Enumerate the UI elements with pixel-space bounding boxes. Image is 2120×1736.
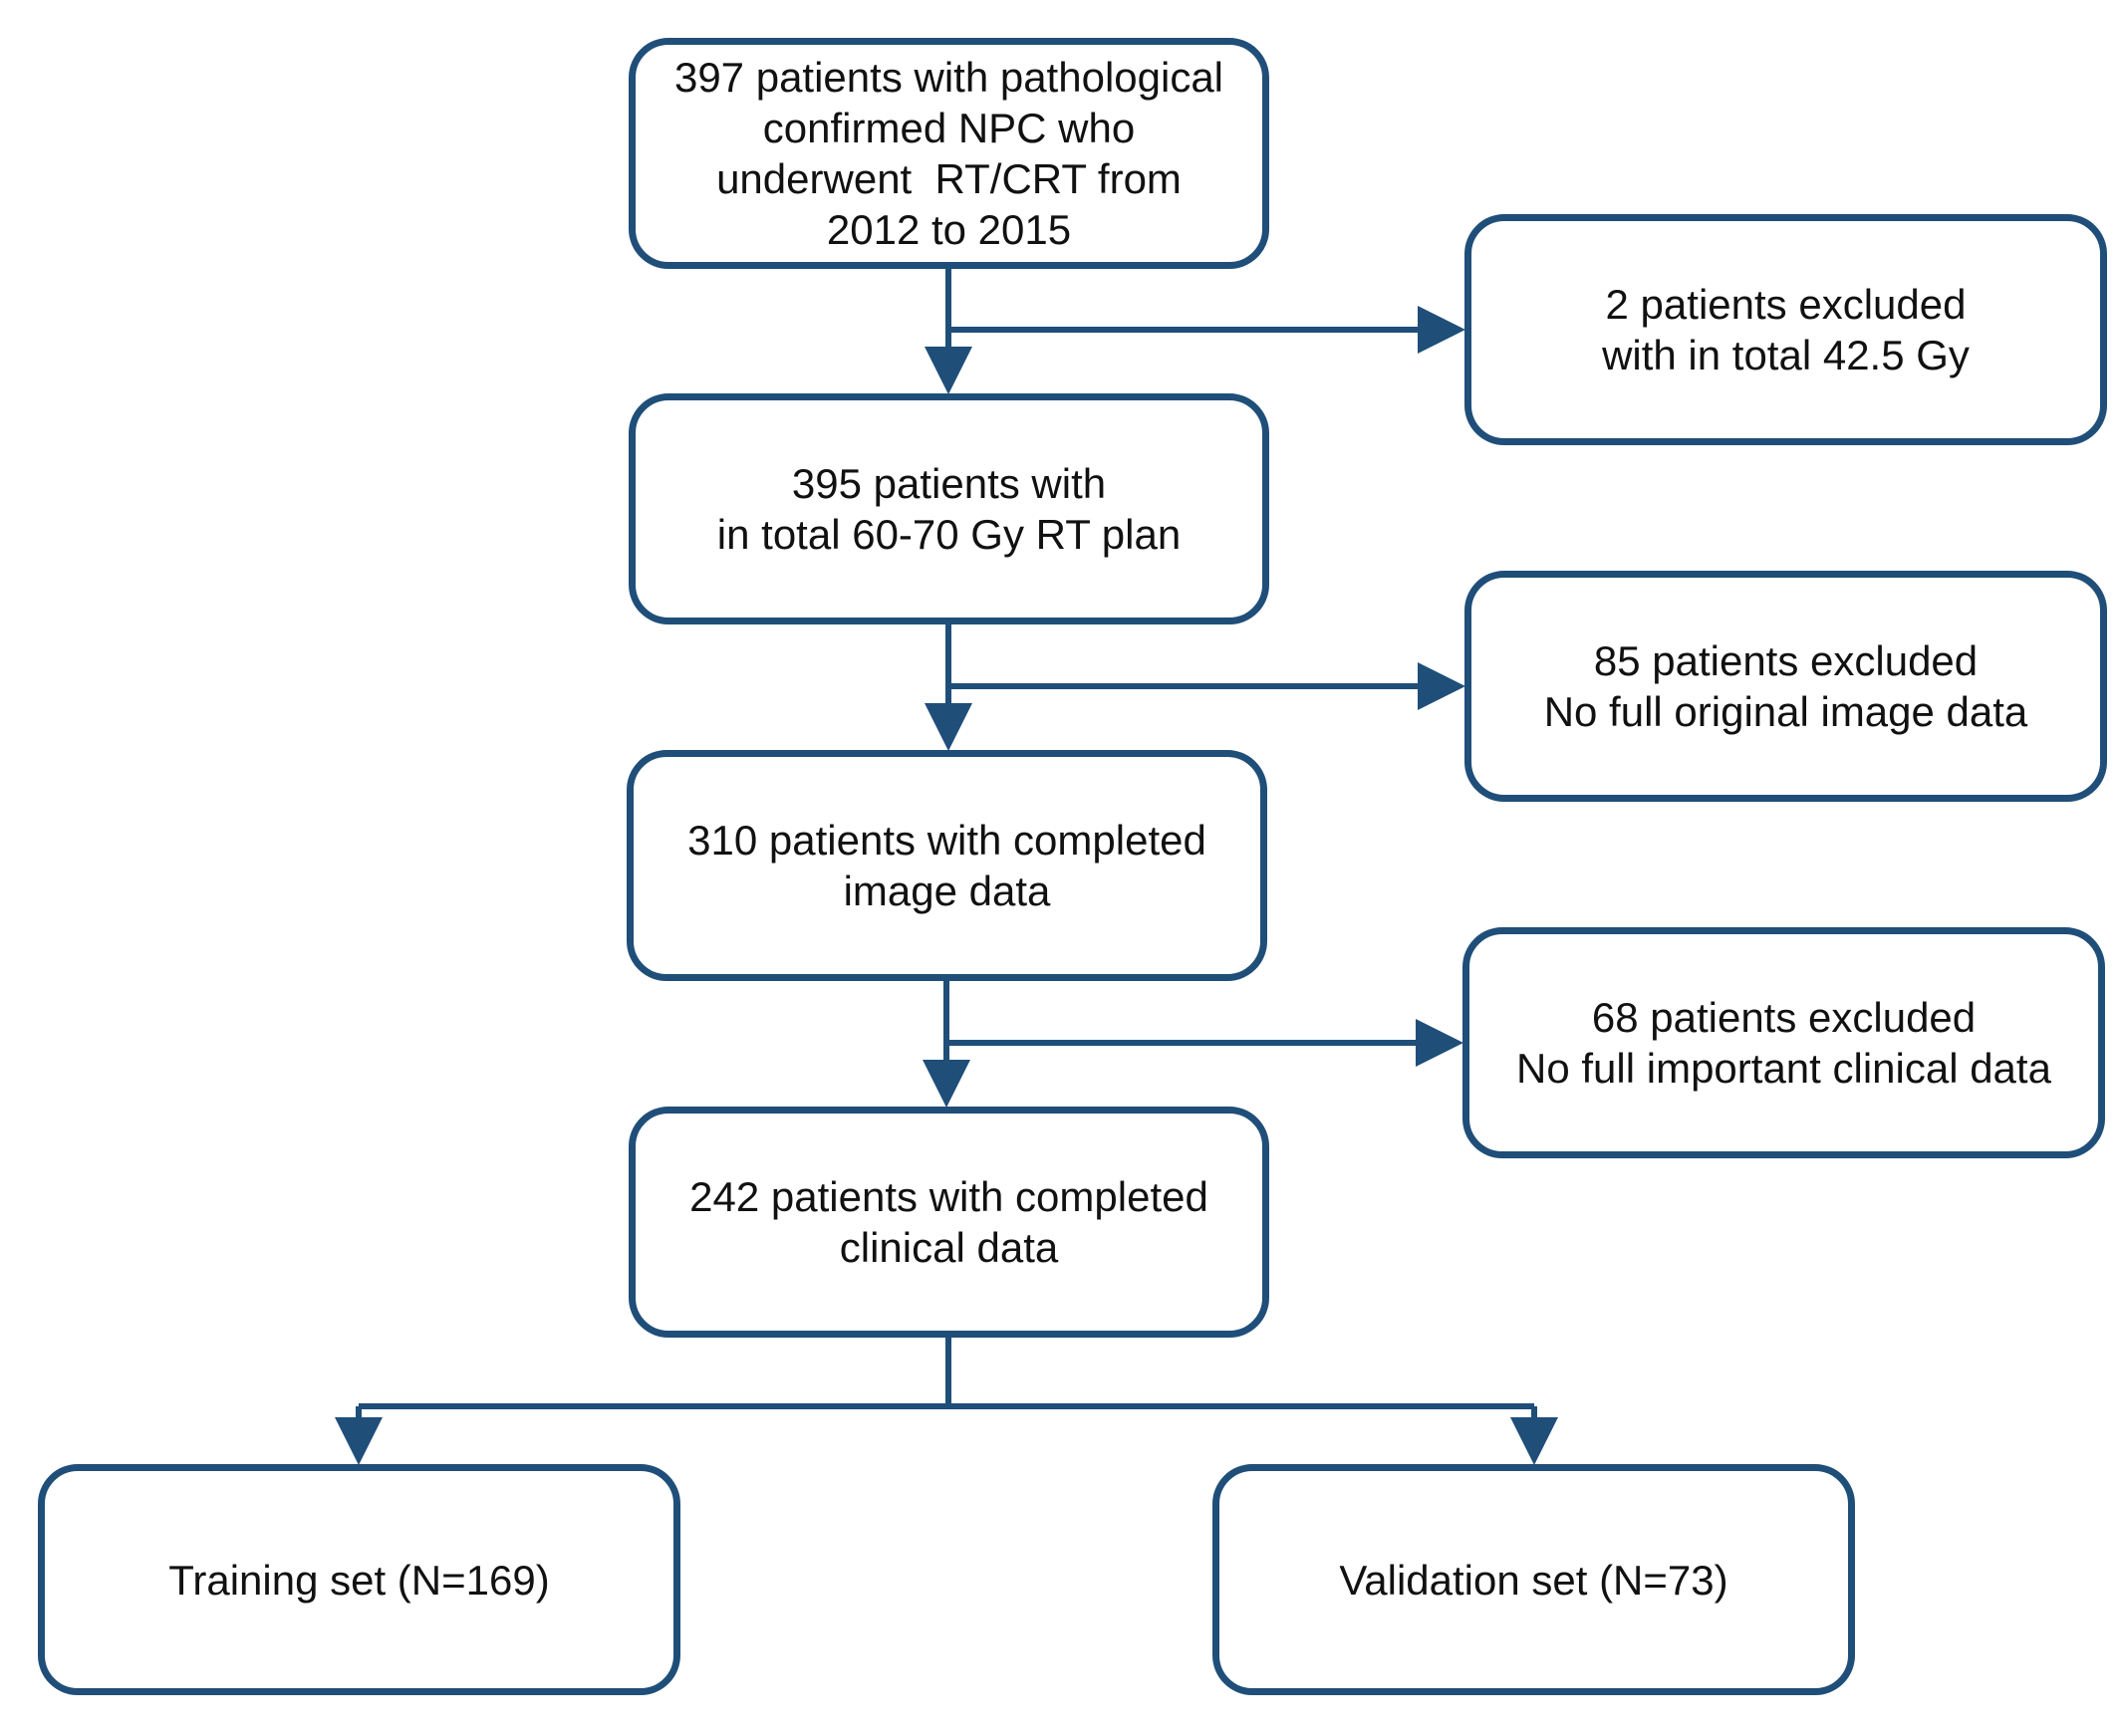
box-text-line: clinical data [839, 1224, 1059, 1271]
box-text-line: image data [843, 868, 1051, 914]
box-text-line: 68 patients excluded [1591, 994, 1977, 1041]
box-text-line: in total 60-70 Gy RT plan [716, 511, 1182, 558]
excluded-dose-box: 2 patients excluded with in total 42.5 G… [1464, 214, 2107, 445]
box-text-line: 397 patients with pathological [673, 54, 1224, 101]
box-text-line: 310 patients with completed [687, 817, 1206, 864]
dose-filtered-box: 395 patients with in total 60-70 Gy RT p… [629, 393, 1269, 624]
box-text-line: No full important clinical data [1516, 1045, 2051, 1092]
box-text-line: 395 patients with [791, 460, 1107, 507]
box-text-line: underwent RT/CRT from [716, 155, 1182, 202]
clinical-complete-box: 242 patients with completed clinical dat… [629, 1107, 1269, 1338]
validation-set-box: Validation set (N=73) [1212, 1464, 1855, 1695]
box-text-line: Training set (N=169) [168, 1556, 550, 1604]
box-text-line: confirmed NPC who [762, 105, 1136, 151]
initial-cohort-box: 397 patients with pathological confirmed… [629, 38, 1269, 269]
image-complete-box: 310 patients with completed image data [627, 750, 1267, 981]
box-text-line: 2 patients excluded [1605, 281, 1967, 328]
excluded-clinical-box: 68 patients excluded No full important c… [1462, 927, 2105, 1158]
box-text-line: 242 patients with completed [689, 1173, 1208, 1220]
training-set-box: Training set (N=169) [38, 1464, 680, 1695]
box-text-line: with in total 42.5 Gy [1602, 332, 1970, 378]
box-text-line: 2012 to 2015 [826, 206, 1072, 253]
box-text-line: Validation set (N=73) [1339, 1556, 1728, 1604]
box-text-line: 85 patients excluded [1593, 637, 1979, 684]
box-text-line: No full original image data [1543, 688, 2028, 735]
excluded-image-box: 85 patients excluded No full original im… [1464, 571, 2107, 802]
